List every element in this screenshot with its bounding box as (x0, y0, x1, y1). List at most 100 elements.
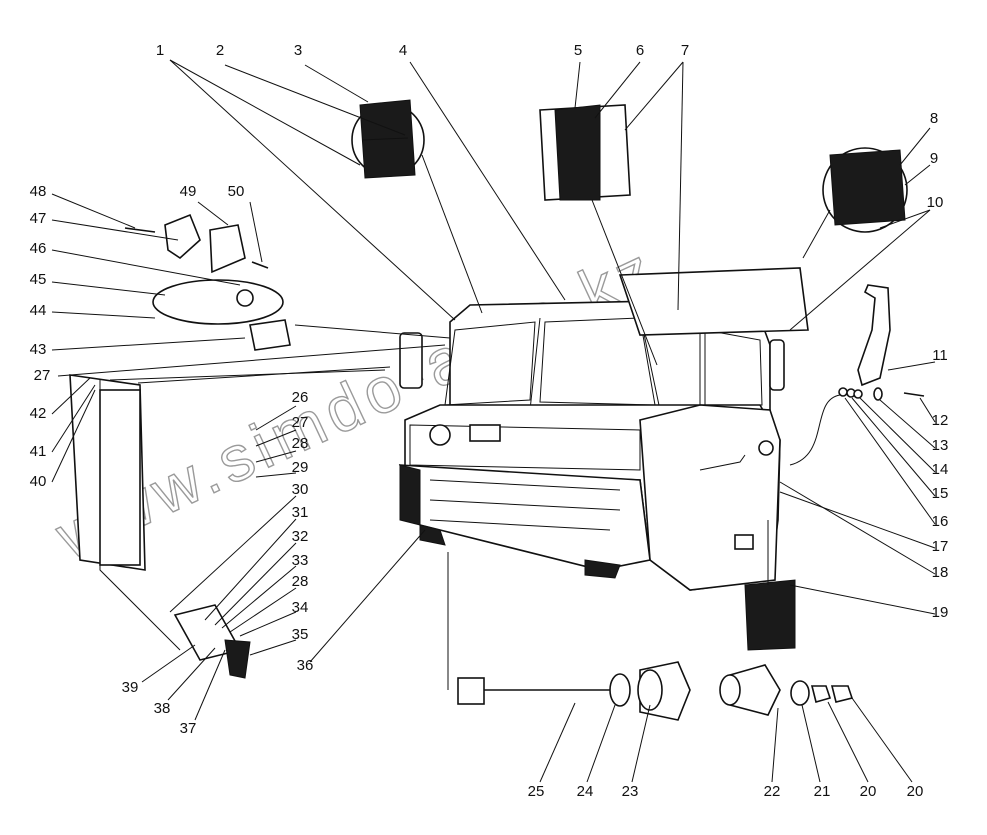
callout-leader-7 (624, 61, 684, 131)
callout-leader-30 (169, 495, 297, 613)
callout-leader-1 (169, 59, 361, 166)
callout-number-1: 1 (156, 42, 164, 59)
callout-number-34: 34 (292, 599, 309, 616)
callout-number-40: 40 (30, 473, 47, 490)
callout-leader-9 (904, 164, 931, 186)
callout-leader-41 (51, 384, 96, 453)
callout-number-47: 47 (30, 210, 47, 227)
callout-number-10: 10 (927, 194, 944, 211)
callout-number-23: 23 (622, 783, 639, 800)
callout-number-37: 37 (180, 720, 197, 737)
callout-leader-5 (574, 61, 581, 109)
callout-number-22: 22 (764, 783, 781, 800)
callout-leader-22 (771, 707, 779, 783)
callout-leader-42 (51, 377, 91, 415)
callout-leader-10 (789, 209, 931, 331)
callout-number-44: 44 (30, 302, 47, 319)
callout-leader-28 (229, 587, 297, 633)
callout-leader-39 (141, 644, 196, 683)
callout-leader-8 (899, 127, 931, 166)
callout-number-14: 14 (932, 461, 949, 478)
callout-leader-28 (255, 450, 297, 463)
callout-number-3: 3 (294, 42, 302, 59)
callout-leader-24 (586, 704, 616, 783)
callout-number-16: 16 (932, 513, 949, 530)
callout-leader-21 (801, 704, 821, 783)
callout-number-20: 20 (860, 783, 877, 800)
callout-number-27: 27 (34, 367, 51, 384)
callout-leader-33 (221, 565, 297, 629)
callout-number-46: 46 (30, 240, 47, 257)
callout-number-9: 9 (930, 150, 938, 167)
callout-leader-16 (844, 397, 936, 525)
callout-number-8: 8 (930, 110, 938, 127)
callout-number-6: 6 (636, 42, 644, 59)
inset-3-roof-lamp (351, 99, 425, 179)
callout-number-21: 21 (814, 783, 831, 800)
callout-number-28: 28 (292, 573, 309, 590)
callout-leader-18 (779, 481, 936, 575)
callout-number-20: 20 (907, 783, 924, 800)
callout-number-30: 30 (292, 481, 309, 498)
cab-body (398, 267, 809, 591)
callout-number-49: 49 (180, 183, 197, 200)
callout-leader-40 (51, 389, 96, 483)
callout-leader-25 (539, 702, 576, 783)
assembly-arrows (137, 154, 831, 690)
callout-leader-12 (919, 397, 936, 423)
callout-leader-4 (409, 61, 566, 301)
callout-leader-1 (169, 59, 456, 321)
callout-number-2: 2 (216, 42, 224, 59)
callout-number-24: 24 (577, 783, 594, 800)
callout-leader-49 (197, 201, 229, 226)
callout-leader-7 (677, 61, 684, 311)
callout-number-13: 13 (932, 437, 949, 454)
callout-number-33: 33 (292, 552, 309, 569)
callout-leader-38 (167, 647, 216, 701)
callout-leader-20 (851, 697, 913, 783)
callout-leader-44 (51, 311, 156, 319)
callout-leader-20 (827, 701, 869, 783)
callout-leader-50 (249, 201, 263, 263)
callout-leader-11 (887, 361, 936, 371)
callout-number-39: 39 (122, 679, 139, 696)
callout-number-32: 32 (292, 528, 309, 545)
mount-hardware (457, 579, 854, 721)
callout-leader-36 (309, 529, 426, 663)
callout-number-35: 35 (292, 626, 309, 643)
callout-number-36: 36 (297, 657, 314, 674)
small-mirror-assembly (124, 213, 291, 351)
callout-number-31: 31 (292, 504, 309, 521)
callout-leader-45 (51, 281, 166, 296)
callout-leader-13 (879, 399, 936, 449)
callout-leader-14 (859, 397, 936, 473)
callout-number-19: 19 (932, 604, 949, 621)
callout-leader-29 (255, 472, 297, 478)
callout-leader-17 (779, 491, 936, 549)
callout-leader-15 (851, 397, 936, 497)
callout-leader-23 (631, 704, 651, 783)
callout-leader-27 (57, 344, 446, 377)
callout-number-48: 48 (30, 183, 47, 200)
callout-number-11: 11 (932, 347, 948, 364)
callout-leader-31 (204, 518, 297, 621)
callout-leader-19 (789, 584, 936, 615)
callout-leader-37 (194, 649, 226, 721)
callout-number-29: 29 (292, 459, 309, 476)
callout-number-45: 45 (30, 271, 47, 288)
callout-leader-48 (51, 193, 136, 229)
callout-number-18: 18 (932, 564, 949, 581)
callout-leader-47 (51, 219, 179, 241)
callout-number-7: 7 (681, 42, 689, 59)
callout-number-27: 27 (292, 414, 309, 431)
callout-number-4: 4 (399, 42, 407, 59)
callout-number-25: 25 (528, 783, 545, 800)
callout-number-43: 43 (30, 341, 47, 358)
callout-leader-26 (255, 405, 297, 431)
callout-number-28: 28 (292, 435, 309, 452)
grab-handle (789, 284, 925, 466)
callout-leader-34 (239, 611, 297, 637)
